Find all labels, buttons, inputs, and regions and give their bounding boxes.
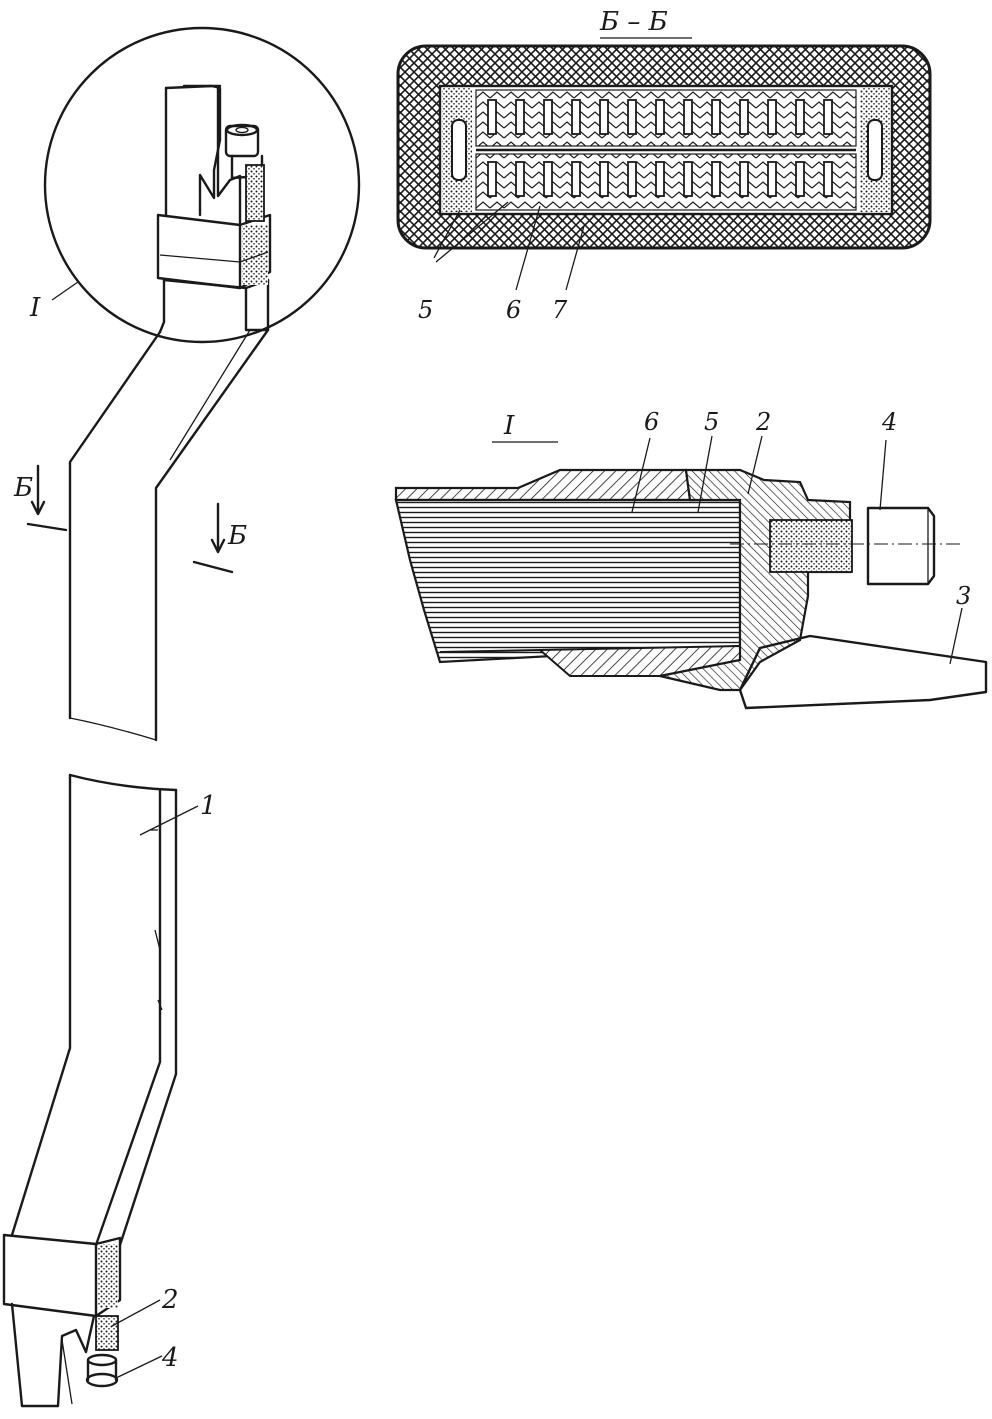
detail-callout-4: 4 (881, 408, 897, 436)
tool-upper-view: I Б Б (13, 26, 361, 742)
fiber-slot (515, 161, 525, 197)
fiber-slot (543, 161, 553, 197)
fiber-slot (767, 161, 777, 197)
section-callout-6: 6 (506, 296, 521, 324)
fiber-slot (655, 99, 665, 135)
section-callout-5: 5 (418, 296, 433, 324)
section-title: Б – Б (599, 7, 668, 37)
detail-view: I 6 5 2 4 3 (394, 408, 988, 710)
section-view: Б – Б 5 6 7 (396, 7, 932, 324)
detail-title: I (503, 411, 515, 441)
fiber-slot (795, 99, 805, 135)
fiber-slot (543, 99, 553, 135)
fiber-slot (571, 99, 581, 135)
fiber-slot (767, 99, 777, 135)
fiber-slot (599, 99, 609, 135)
fiber-slot (823, 99, 833, 135)
detail-callout-2: 2 (755, 408, 771, 436)
fiber-slot (683, 99, 693, 135)
section-cut-mark-left: Б (13, 473, 33, 503)
tool-callout-4: 4 (161, 1343, 179, 1373)
circle-label: I (29, 293, 41, 323)
detail-circle (43, 26, 361, 344)
detail-callout-5: 5 (704, 408, 719, 436)
fiber-slot (795, 161, 805, 197)
detail-callout-6: 6 (644, 408, 659, 436)
fiber-slot (515, 99, 525, 135)
fiber-slot (487, 99, 497, 135)
tool-callout-2: 2 (161, 1285, 179, 1315)
fiber-slot (711, 99, 721, 135)
fiber-slot (627, 99, 637, 135)
section-cut-mark-right: Б (227, 521, 247, 551)
fiber-slot (683, 161, 693, 197)
fiber-slot (487, 161, 497, 197)
section-callout-7: 7 (552, 296, 568, 324)
tool-callout-1: 1 (200, 791, 217, 821)
detail-callout-3: 3 (956, 582, 971, 610)
fiber-slot (711, 161, 721, 197)
fiber-slot (627, 161, 637, 197)
tool-lower-view: 1 2 4 (2, 773, 217, 1408)
fiber-slot (571, 161, 581, 197)
fiber-slot (655, 161, 665, 197)
fiber-slot (599, 161, 609, 197)
fiber-slot (739, 99, 749, 135)
fiber-slot (739, 161, 749, 197)
fiber-slot (823, 161, 833, 197)
